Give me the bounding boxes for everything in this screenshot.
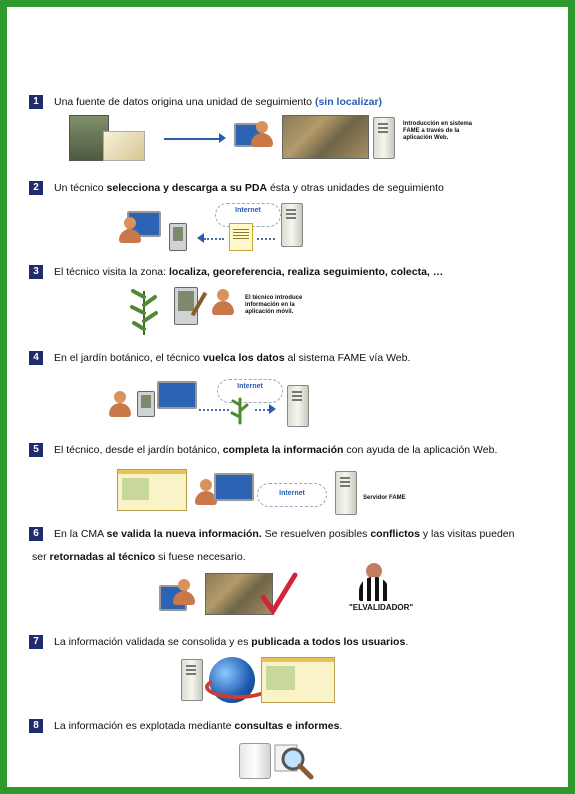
step-text-part: consultas e informes <box>234 720 340 732</box>
dotted-arrow-icon <box>204 238 224 240</box>
user-icon <box>109 391 133 419</box>
step-text-part: En el jardín botánico, el técnico <box>54 352 203 364</box>
step-text-part: retornadas al técnico <box>49 551 156 563</box>
step-text-part: Una fuente de datos origina una unidad d… <box>54 96 315 108</box>
photo-person-icon <box>69 115 109 161</box>
step-text: La información validada se consolida y e… <box>54 635 408 649</box>
step-text-part: . <box>339 720 343 732</box>
server-icon <box>373 117 395 159</box>
arrow-head-icon <box>269 404 276 414</box>
report-stack-icon <box>239 743 271 779</box>
step-text-part: En la CMA <box>54 528 107 540</box>
step-8: 8 La información es explotada mediante c… <box>29 719 558 787</box>
user-icon <box>251 121 275 149</box>
step-2: 2 Un técnico selecciona y descarga a su … <box>29 181 558 256</box>
step-text: El técnico, desde el jardín botánico, co… <box>54 443 497 457</box>
server-icon <box>287 385 309 427</box>
step-text-part: La información validada se consolida y e… <box>54 636 252 648</box>
step-text: Una fuente de datos origina una unidad d… <box>54 95 382 109</box>
pda-icon <box>169 223 187 251</box>
step-number: 7 <box>29 635 43 649</box>
arrow-head-icon <box>219 133 226 143</box>
server-icon <box>281 203 303 247</box>
user-icon <box>195 479 219 507</box>
step-text: La información es explotada mediante con… <box>54 719 342 733</box>
step-text-part: conflictos <box>370 528 420 540</box>
dotted-line-icon <box>255 409 269 411</box>
step-text-part: . <box>405 636 409 648</box>
dotted-line-icon <box>257 238 275 240</box>
plant-icon <box>130 289 158 335</box>
step-caption: El técnico introduce información en la a… <box>245 295 303 315</box>
internet-cloud-icon: Internet <box>217 379 283 403</box>
arrow-head-icon <box>197 233 204 243</box>
validator-avatar <box>359 563 389 601</box>
step-text-part: El técnico, desde el jardín botánico, <box>54 444 223 456</box>
plant-icon <box>230 397 249 425</box>
step-text-part: si fuese necesario. <box>155 551 246 563</box>
step-4: 4 En el jardín botánico, el técnico vuel… <box>29 351 558 431</box>
pda-icon <box>137 391 155 417</box>
step-7: 7 La información validada se consolida y… <box>29 635 558 715</box>
step-text-part: y las visitas pueden <box>419 528 515 540</box>
step-caption: Servidor FAME <box>363 495 406 501</box>
step-text-part: ser <box>32 551 50 563</box>
internet-cloud-icon: Internet <box>257 483 327 507</box>
step-number: 8 <box>29 719 43 733</box>
step-6: 6 En la CMA se valida la nueva informaci… <box>29 527 558 627</box>
step-text: Un técnico selecciona y descarga a su PD… <box>54 181 444 195</box>
web-portal-icon <box>261 657 335 703</box>
step-number: 6 <box>29 527 43 541</box>
step-text-part: (sin localizar) <box>314 96 383 108</box>
step-number: 4 <box>29 351 43 365</box>
step-text-part: ésta y otras unidades de seguimiento <box>267 182 444 194</box>
step-number: 3 <box>29 265 43 279</box>
step-text: En el jardín botánico, el técnico vuelca… <box>54 351 410 365</box>
step-text-part: Se resuelven posibles <box>261 528 371 540</box>
satellite-map-icon <box>205 573 273 615</box>
step-text-part: se valida la nueva información. <box>106 528 262 540</box>
user-icon <box>212 289 236 317</box>
step-5: 5 El técnico, desde el jardín botánico, … <box>29 443 558 518</box>
step-number: 2 <box>29 181 43 195</box>
dotted-arrow-icon <box>199 409 229 411</box>
step-number: 1 <box>29 95 43 109</box>
computer-icon <box>214 473 254 501</box>
step-text: En la CMA se valida la nueva información… <box>54 527 515 541</box>
step-number: 5 <box>29 443 43 457</box>
step-text-part: Un técnico <box>54 182 107 194</box>
step-text-part: El técnico visita la zona: <box>54 266 169 278</box>
step-text-part: al sistema FAME vía Web. <box>284 352 411 364</box>
book-icon <box>103 131 145 161</box>
step-text-part: localiza, georeferencia, realiza seguimi… <box>168 266 444 278</box>
arrow-right-icon <box>164 138 219 140</box>
step-text-part: La información es explotada mediante <box>54 720 235 732</box>
document-icon <box>229 223 253 251</box>
step-3: 3 El técnico visita la zona: localiza, g… <box>29 265 558 345</box>
step-text-part: selecciona y descarga a su PDA <box>106 182 268 194</box>
computer-icon <box>157 381 197 409</box>
step-text-part: con ayuda de la aplicación Web. <box>343 444 498 456</box>
magnifier-icon <box>274 744 314 780</box>
user-icon <box>173 579 197 607</box>
server-icon <box>181 659 203 701</box>
step-caption: Introducción en sistema FAME a través de… <box>403 121 473 141</box>
step-text-line2: ser retornadas al técnico si fuese neces… <box>32 550 246 564</box>
user-icon <box>119 217 143 245</box>
satellite-map-icon <box>282 115 369 159</box>
step-1: 1 Una fuente de datos origina una unidad… <box>29 95 558 170</box>
step-text-part: completa la información <box>222 444 344 456</box>
server-icon <box>335 471 357 515</box>
step-text-part: vuelca los datos <box>202 352 285 364</box>
step-text: El técnico visita la zona: localiza, geo… <box>54 265 443 279</box>
validator-label: "ELVALIDADOR" <box>349 603 414 612</box>
checkmark-icon <box>260 572 298 616</box>
step-text-part: publicada a todos los usuarios <box>251 636 406 648</box>
web-app-icon <box>117 469 187 511</box>
